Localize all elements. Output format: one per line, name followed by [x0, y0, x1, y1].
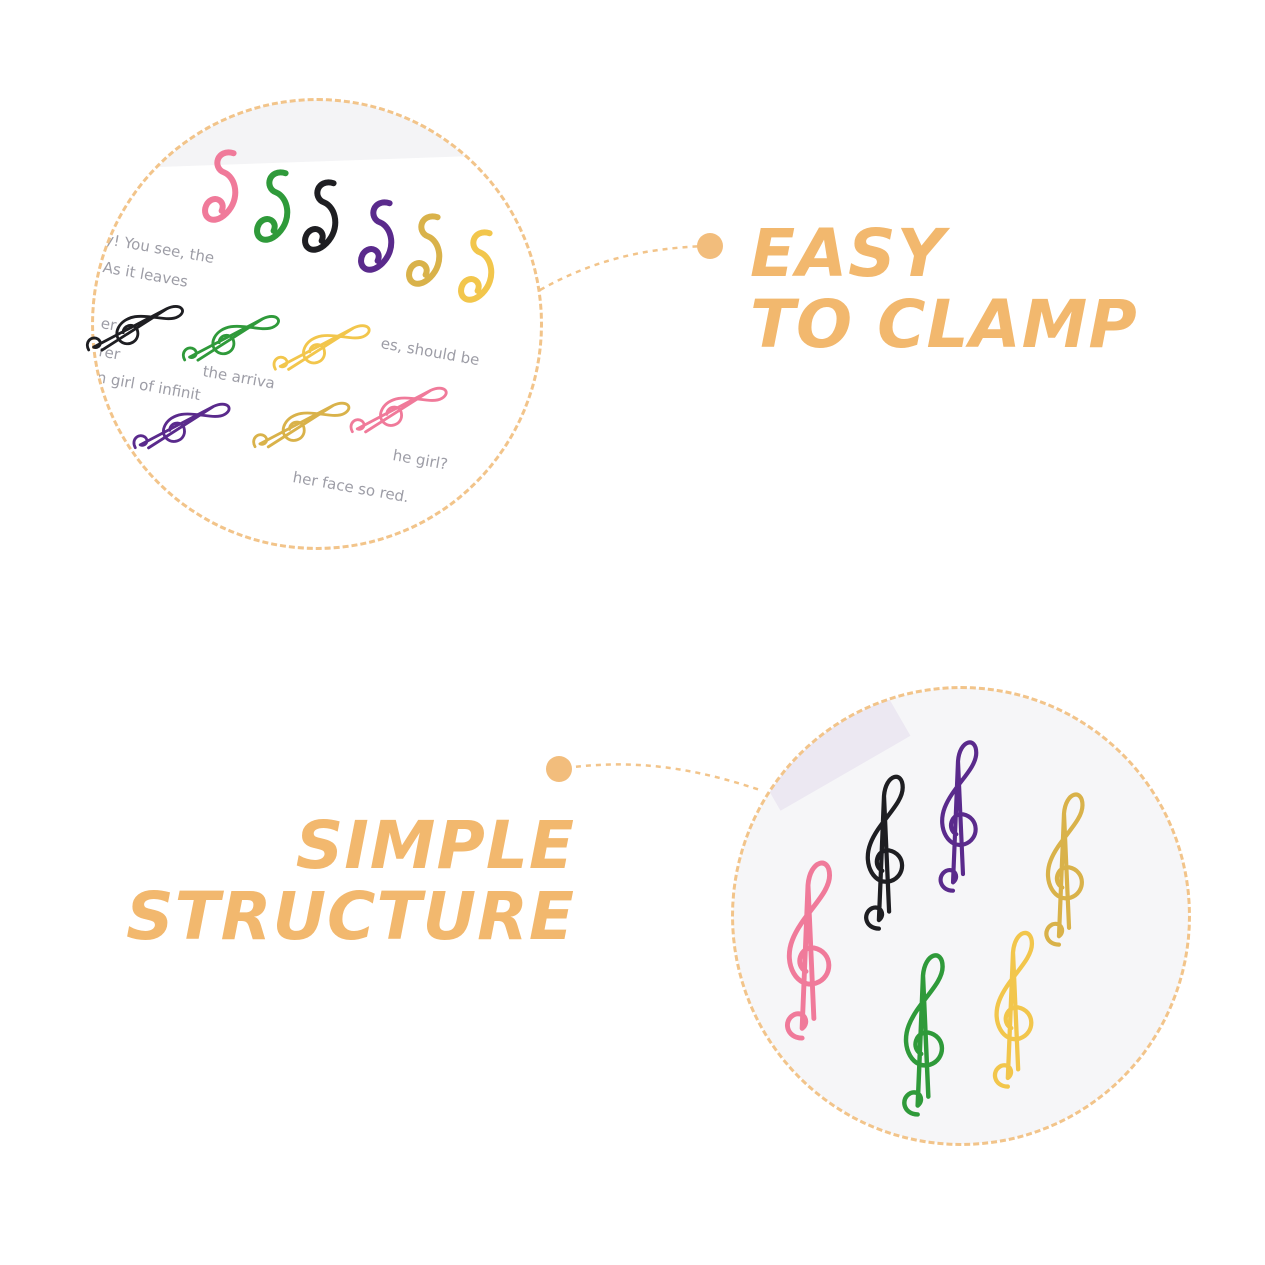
- headline-line-2: STRUCTURE: [126, 878, 575, 956]
- top-connector-line: [539, 244, 709, 292]
- headline-line-1: SIMPLE: [295, 807, 575, 884]
- easy-to-clamp-headline: EASY TO CLAMP: [750, 218, 1138, 361]
- bottom-dashed-ring: [731, 686, 1191, 1146]
- bottom-connector-line: [565, 763, 761, 792]
- headline-line-1: EASY: [750, 215, 946, 292]
- bottom-callout-dot: [546, 756, 572, 782]
- top-dashed-ring: [91, 98, 543, 550]
- top-callout-dot: [697, 233, 723, 259]
- simple-structure-headline: SIMPLE STRUCTURE: [126, 810, 575, 953]
- headline-line-2: TO CLAMP: [750, 286, 1138, 364]
